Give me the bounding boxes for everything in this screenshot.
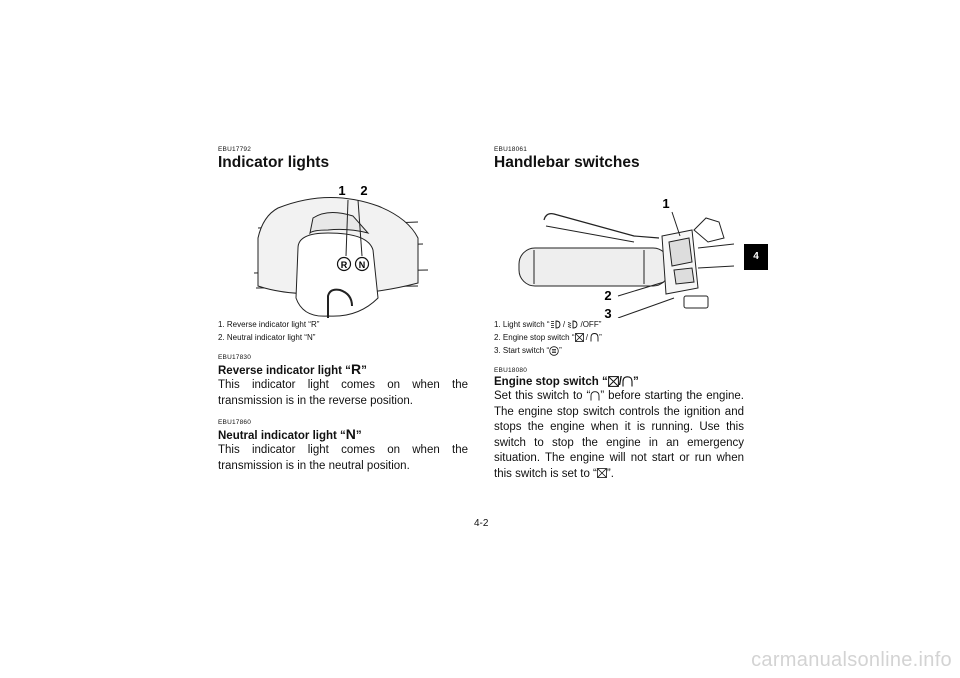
heading-prefix: Engine stop switch “ [494,376,608,388]
left-column: EBU17792 Indicator lights R N [218,146,468,474]
right-column: EBU18061 Handlebar switches [494,146,744,482]
indicator-letter-n: N [359,260,366,270]
indicator-letter-r: R [341,260,348,270]
low-beam-icon [568,320,578,329]
caption-number: 3. [494,346,501,355]
engine-off-icon [574,333,584,343]
caption-number: 1. [494,320,501,329]
chapter-tab: 4 [744,244,768,270]
engine-run-icon [590,333,599,342]
caption-item: 2. Engine stop switch “ / ” [494,331,744,344]
heading-separator: / [618,376,622,388]
callout-1: 1 [662,196,669,211]
engine-stop-switch-heading: Engine stop switch “ / ” [494,375,744,389]
caption-text: ” [559,346,562,355]
section-title-indicator-lights: Indicator lights [218,154,330,171]
reverse-indicator-section: EBU17830 Reverse indicator light “R” Thi… [218,354,468,409]
caption-text: Engine stop switch “ [502,333,575,342]
caption-text: Neutral indicator light “N” [226,333,316,342]
heading-suffix: ” [355,430,362,442]
page-number: 4-2 [474,518,489,529]
heading-prefix: Neutral indicator light “ [218,430,346,442]
caption-text: /OFF” [578,320,602,329]
neutral-indicator-body: This indicator light comes on when the t… [218,444,468,472]
high-beam-icon [550,320,561,329]
section-code: EBU18080 [494,367,528,374]
figure-caption-list: 1. Light switch “ / /OFF” 2. Engine stop… [494,318,744,357]
body-text: ”. [606,467,614,480]
reverse-indicator-body: This indicator light comes on when the t… [218,379,468,407]
caption-item: 1. Light switch “ / /OFF” [494,318,744,331]
reverse-indicator-heading: Reverse indicator light “R” [218,362,468,378]
section-code: EBU18061 [494,146,528,153]
neutral-indicator-section: EBU17860 Neutral indicator light “N” Thi… [218,419,468,474]
engine-stop-switch-body: Set this switch to “” before starting th… [494,389,744,482]
caption-item: 1. Reverse indicator light “R” [218,318,468,331]
engine-run-icon [622,376,633,387]
section-code: EBU17860 [218,419,252,426]
caption-number: 2. [494,333,501,342]
caption-item: 2. Neutral indicator light “N” [218,331,468,344]
caption-separator: / [560,320,568,329]
callout-2: 2 [360,183,367,198]
reverse-symbol: R [350,361,362,377]
reverse-indicator-icon [336,256,352,272]
caption-text: Light switch “ [502,320,550,329]
neutral-indicator-icon [354,256,370,272]
body-text: Set this switch to “ [494,390,591,402]
callout-3: 3 [604,306,611,318]
section-code: EBU17830 [218,354,252,361]
engine-off-icon [596,468,607,479]
caption-number: 2. [218,333,225,342]
heading-prefix: Reverse indicator light “ [218,365,351,377]
section-title-handlebar-switches: Handlebar switches [494,154,640,171]
indicator-lights-figure: R N 1 2 [218,178,448,318]
caption-text: Reverse indicator light “R” [226,320,320,329]
start-icon [549,346,559,356]
figure-caption-list: 1. Reverse indicator light “R” 2. Neutra… [218,318,468,344]
caption-separator: / [583,333,591,342]
neutral-symbol: N [345,426,356,442]
indicator-panel-illustration: R N 1 2 [253,183,429,318]
watermark: carmanualsonline.info [751,649,952,671]
caption-text: Start switch “ [502,346,550,355]
handlebar-switches-figure: 1 2 3 [494,178,735,321]
engine-off-icon [607,376,619,388]
engine-run-icon [590,391,600,401]
callout-2: 2 [604,288,611,303]
callout-1: 1 [338,183,345,198]
body-text: ” before starting the engine. The engine… [494,390,744,480]
section-code: EBU17792 [218,146,252,153]
heading-suffix: ” [632,376,639,388]
heading-suffix: ” [361,365,367,377]
caption-number: 1. [218,320,225,329]
caption-item: 3. Start switch “ ” [494,344,744,357]
neutral-indicator-heading: Neutral indicator light “N” [218,427,468,443]
caption-text: ” [599,333,602,342]
engine-stop-switch-section: EBU18080 Engine stop switch “ / ” Set this… [494,367,744,482]
handlebar-illustration: 1 2 3 [518,196,735,321]
